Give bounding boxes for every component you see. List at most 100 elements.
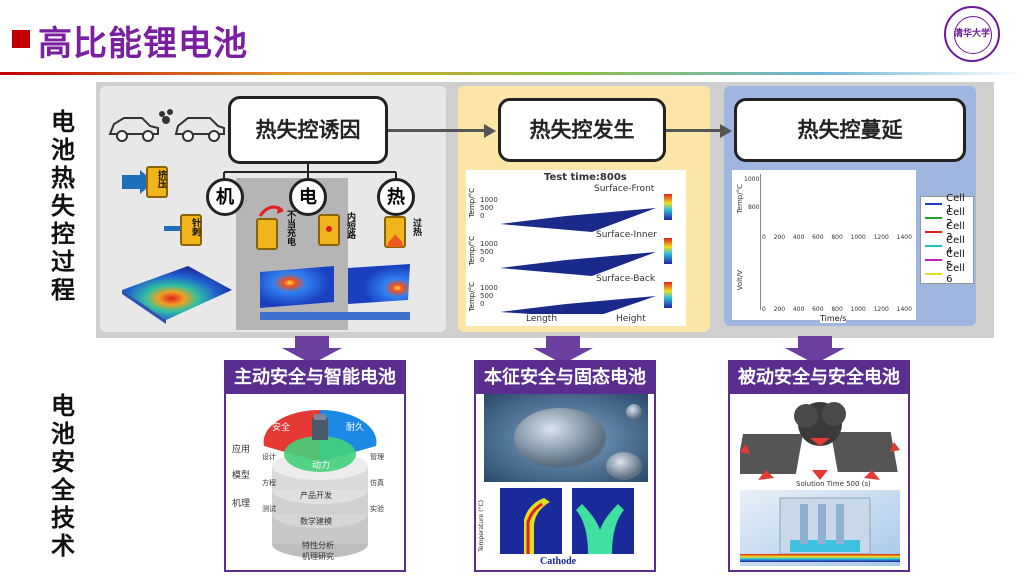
propagation-xtick: 200 bbox=[773, 306, 786, 313]
label-safety: 安全 bbox=[272, 423, 291, 433]
occurrence-chart-title: Test time:800s bbox=[544, 172, 627, 183]
stage-trigger-box: 热失控诱因 bbox=[228, 96, 388, 164]
label-internal-short: 内短路 bbox=[345, 212, 355, 239]
legend-swatch bbox=[925, 245, 943, 247]
propagation-xtick: 400 bbox=[792, 234, 805, 241]
car-crash-illustration bbox=[108, 109, 225, 142]
extrusion-arrow-stem bbox=[122, 175, 140, 189]
puncture-needle-icon bbox=[164, 226, 186, 231]
intrinsic-particle-image bbox=[484, 394, 648, 482]
stage-occurrence-box: 热失控发生 bbox=[498, 98, 666, 162]
propagation-yaxis bbox=[760, 174, 761, 310]
propagation-xtick: 1200 bbox=[873, 234, 889, 241]
arrow-line-1 bbox=[388, 129, 486, 132]
label-puncture: 针刺 bbox=[190, 218, 200, 236]
legend-item: Cell 1 bbox=[921, 193, 973, 215]
propagation-xtick: 600 bbox=[812, 234, 824, 241]
legend-item: Cell 3 bbox=[921, 221, 973, 243]
charge-arrow-icon bbox=[258, 205, 284, 217]
tech-arrow-stem-1 bbox=[295, 336, 329, 350]
propagation-xtick: 1000 bbox=[850, 234, 866, 241]
occurrence-surface-plots bbox=[500, 208, 656, 314]
propagation-ylabel-volt: Volt/V bbox=[736, 270, 744, 291]
tech-arrow-stem-2 bbox=[546, 336, 580, 350]
occurrence-colorbars bbox=[664, 194, 672, 308]
propagation-ytick-800: 800 bbox=[748, 204, 760, 211]
legend-label: Cell 1 bbox=[946, 193, 965, 215]
passive-module-explosion bbox=[740, 402, 900, 480]
arrow-head-1 bbox=[484, 124, 496, 138]
occurrence-xlabel-length: Length bbox=[526, 314, 558, 324]
legend-swatch bbox=[925, 259, 943, 261]
legend-swatch bbox=[925, 217, 943, 219]
cause-mechanical: 机 bbox=[206, 178, 244, 216]
label-math-model: 数学建模 bbox=[300, 517, 332, 526]
side-label-safety: 电池安全技术 bbox=[51, 392, 75, 560]
legend-swatch bbox=[925, 273, 943, 275]
label-overheat: 过热 bbox=[411, 218, 421, 236]
legend-label: Cell 3 bbox=[946, 221, 965, 243]
propagation-xtick: 800 bbox=[831, 306, 843, 313]
battery-improper-charge-icon bbox=[256, 218, 278, 250]
label-durability: 耐久 bbox=[346, 423, 365, 433]
occurrence-ylabel-3: Temp/°C bbox=[468, 282, 476, 312]
flame-icon bbox=[387, 234, 403, 247]
propagation-xtick: 200 bbox=[773, 234, 786, 241]
occurrence-chart: Test time:800s Surface-Front Surface-Inn… bbox=[466, 170, 686, 326]
side-label-mechanism: 机理 bbox=[232, 499, 251, 509]
label-improper-charge: 不当充电 bbox=[285, 210, 295, 246]
ring-label-experiment: 实验 bbox=[370, 505, 384, 513]
side-label-application: 应用 bbox=[232, 445, 251, 455]
panel-label-front: Surface-Front bbox=[594, 184, 655, 194]
propagation-xtick: 1000 bbox=[850, 306, 866, 313]
legend-swatch bbox=[925, 231, 943, 233]
label-mechanism-research: 机理研究 bbox=[302, 552, 334, 561]
panel-label-inner: Surface-Inner bbox=[596, 230, 657, 240]
short-spark-icon bbox=[326, 226, 332, 232]
intrinsic-temperature-maps bbox=[484, 484, 648, 566]
electrical-heat-cells bbox=[260, 264, 410, 320]
propagation-xticks-top: 0 200 400 600 800 1000 1200 1400 bbox=[762, 234, 912, 241]
university-seal-logo: 清华大学 bbox=[944, 6, 1000, 62]
occurrence-ylabel-1: Temp/°C bbox=[468, 188, 476, 218]
legend-label: Cell 5 bbox=[946, 249, 965, 271]
ring-label-management: 管理 bbox=[370, 453, 384, 461]
label-power: 动力 bbox=[312, 461, 331, 471]
propagation-xtick: 800 bbox=[831, 234, 843, 241]
propagation-xtick: 1400 bbox=[896, 306, 912, 313]
legend-item: Cell 6 bbox=[921, 263, 973, 285]
occurrence-ylabel-2: Temp/°C bbox=[468, 236, 476, 266]
heatmap-plate-illustration bbox=[122, 266, 232, 324]
ring-label-simulation: 仿真 bbox=[370, 479, 384, 487]
propagation-chart: Temp/°C Volt/V 1000 800 0 200 400 600 800 100… bbox=[732, 170, 916, 323]
title-divider bbox=[0, 72, 1024, 75]
ring-label-test: 测试 bbox=[262, 505, 276, 513]
propagation-xtick: 1400 bbox=[896, 234, 912, 241]
battery-puncture-icon bbox=[180, 214, 202, 246]
propagation-ytick-1000: 1000 bbox=[744, 176, 760, 183]
label-extrusion: 挤压 bbox=[156, 170, 166, 188]
legend-item: Cell 4 bbox=[921, 235, 973, 257]
legend-item: Cell 2 bbox=[921, 207, 973, 229]
tech-title-intrinsic: 本征安全与固态电池 bbox=[476, 362, 654, 394]
passive-caption: Solution Time 500 (s) bbox=[796, 480, 871, 488]
arrow-line-2 bbox=[666, 129, 722, 132]
stage-propagation-box: 热失控蔓延 bbox=[734, 98, 966, 162]
intrinsic-ylabel: Temperature (°C) bbox=[478, 500, 485, 552]
occurrence-xlabel-height: Height bbox=[616, 314, 646, 324]
label-product-dev: 产品开发 bbox=[300, 491, 332, 500]
propagation-xtick: 0 bbox=[762, 234, 766, 241]
tech-title-passive: 被动安全与安全电池 bbox=[730, 362, 908, 394]
legend-label: Cell 6 bbox=[946, 263, 965, 285]
ring-label-design: 设计 bbox=[262, 453, 276, 461]
tech-title-active: 主动安全与智能电池 bbox=[226, 362, 404, 394]
propagation-ylabel-temp: Temp/°C bbox=[736, 184, 744, 214]
passive-simulation-image bbox=[740, 490, 900, 566]
propagation-xtick: 400 bbox=[792, 306, 805, 313]
propagation-xtick: 1200 bbox=[873, 306, 889, 313]
legend-label: Cell 2 bbox=[946, 207, 965, 229]
